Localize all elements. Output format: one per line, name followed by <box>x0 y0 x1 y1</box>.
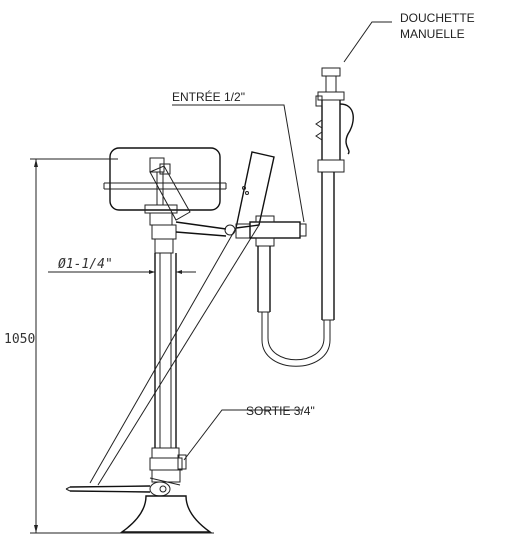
outlet-label: SORTIE 3/4" <box>246 404 315 418</box>
hand-shower <box>315 67 354 321</box>
support-column <box>149 253 187 483</box>
handshower-label-line1: DOUCHETTE <box>400 11 475 25</box>
handshower-label-line2: MANUELLE <box>400 27 465 41</box>
height-label: 1050 <box>4 332 35 347</box>
diameter-label: Ø1-1/4" <box>58 257 113 272</box>
swing-arm <box>149 165 236 237</box>
eyewash-bowl <box>103 147 227 211</box>
drop-pipe <box>257 246 271 313</box>
foot-pedal <box>65 477 181 497</box>
flexible-hose <box>261 312 331 367</box>
push-flag <box>89 151 275 486</box>
inlet-valve <box>235 215 307 247</box>
inlet-label: ENTRÉE 1/2" <box>172 89 245 104</box>
leader-lines <box>172 21 392 461</box>
diameter-dimension <box>48 270 196 274</box>
height-dimension <box>30 158 118 534</box>
floor-flange <box>118 495 214 534</box>
